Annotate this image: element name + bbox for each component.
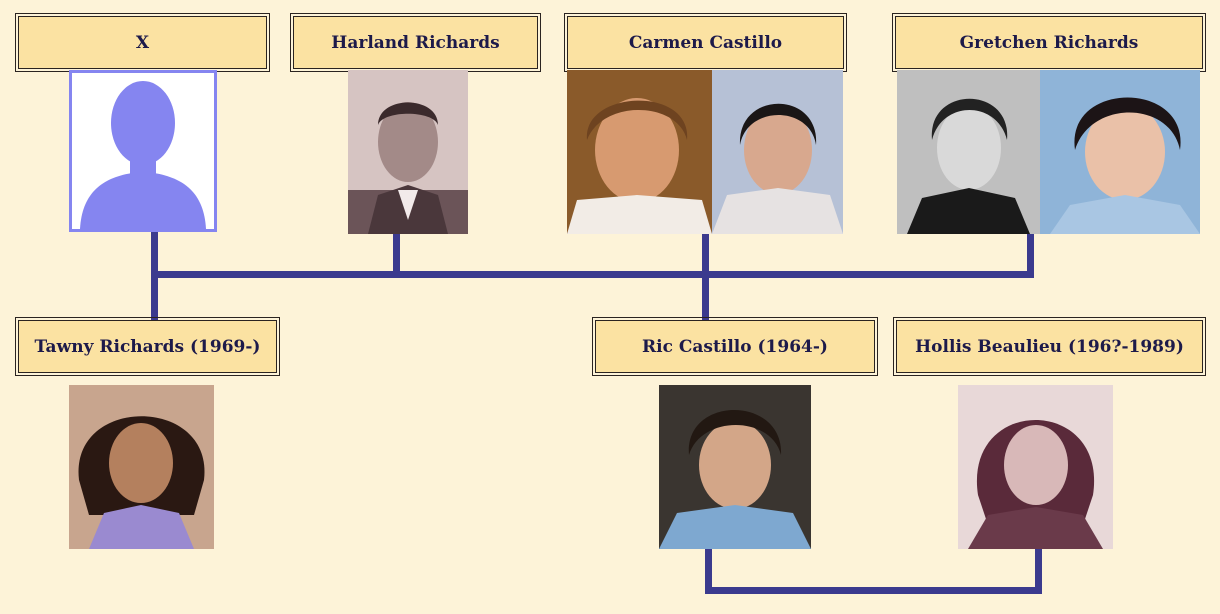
- connector-spouse-bar: [705, 587, 1042, 594]
- name-box-ric-castillo: Ric Castillo (1964-): [592, 317, 878, 376]
- tawny-richards-photo: [69, 385, 214, 549]
- silhouette-placeholder-icon: [80, 81, 206, 229]
- gretchen-richards-photo-younger: [1040, 70, 1200, 234]
- name-box-harland-richards: Harland Richards: [290, 13, 541, 72]
- connector-parents-bar: [151, 271, 1034, 278]
- carmen-castillo-photo-younger: [712, 70, 843, 234]
- name-box-tawny-richards: Tawny Richards (1969-): [15, 317, 280, 376]
- name-box-hollis-beaulieu: Hollis Beaulieu (196?-1989): [893, 317, 1206, 376]
- name-box-gretchen-richards: Gretchen Richards: [892, 13, 1206, 72]
- name-box-carmen-castillo: Carmen Castillo: [564, 13, 847, 72]
- gretchen-richards-photo-older: [897, 70, 1040, 234]
- connector-gretchen-down: [1027, 234, 1034, 278]
- name-box-x: X: [15, 13, 270, 72]
- harland-richards-photo: [348, 70, 468, 234]
- ric-castillo-photo: [659, 385, 811, 549]
- placeholder-silhouette-photo: [69, 70, 217, 232]
- carmen-castillo-photo-older: [567, 70, 712, 234]
- connector-hollis-down: [1035, 548, 1042, 594]
- hollis-beaulieu-photo: [958, 385, 1113, 549]
- connector-harland-down: [393, 234, 400, 278]
- connector-ric-down: [705, 548, 712, 594]
